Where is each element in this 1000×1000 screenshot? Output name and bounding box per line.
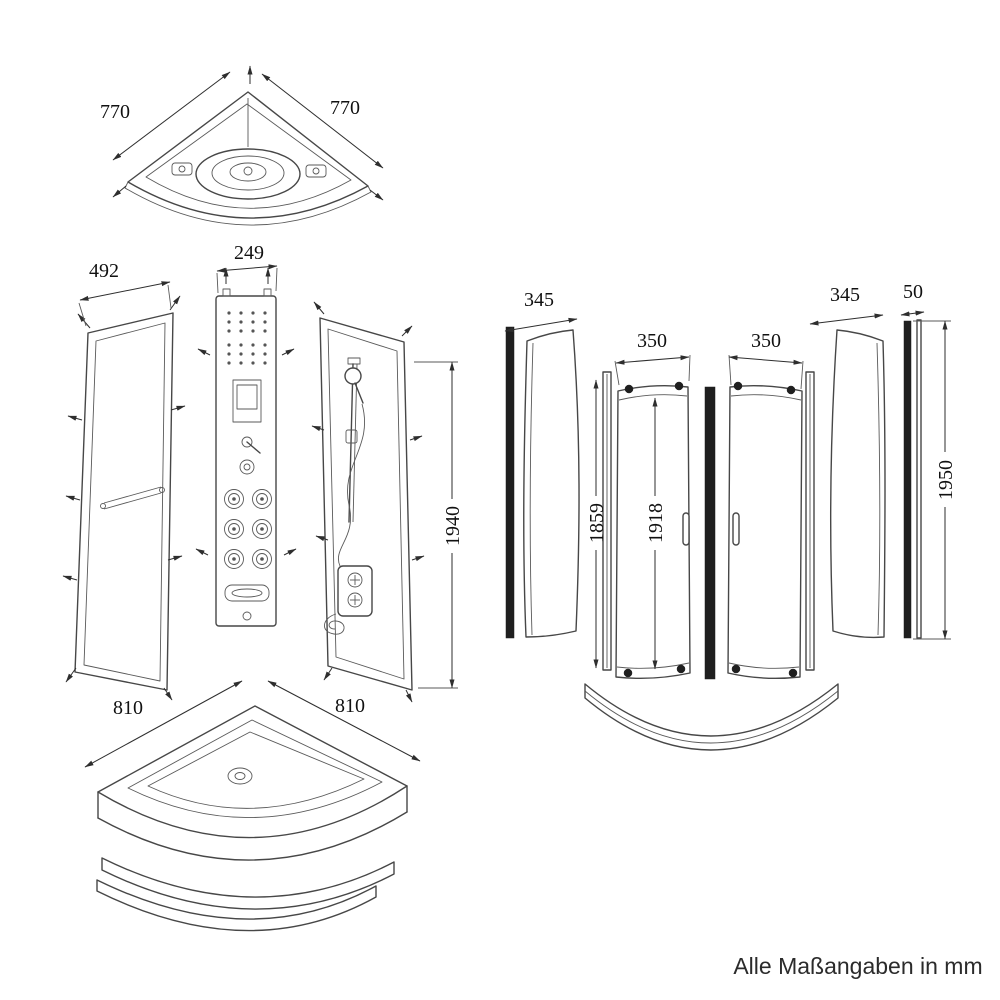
roof-panel-view: 770 770 xyxy=(100,65,384,226)
dim-line-column xyxy=(216,264,278,273)
units-caption: Alle Maßangaben in mm xyxy=(733,953,982,979)
dim-label-column: 249 xyxy=(234,242,264,264)
shower-tray-view: 810 810 xyxy=(84,680,421,932)
door-roller xyxy=(624,384,634,394)
assembly-arrow xyxy=(170,405,186,411)
assembly-arrow xyxy=(311,425,325,432)
roof-light-right xyxy=(305,164,327,178)
assembly-arrow xyxy=(65,667,77,683)
assembly-arrow xyxy=(409,435,423,442)
dim-label-door-height: 1918 xyxy=(645,503,667,543)
center-profile xyxy=(704,386,716,680)
assembly-arrow xyxy=(112,185,127,198)
door-roller xyxy=(733,381,743,391)
dim-line-curve-left xyxy=(504,317,578,333)
door-roller xyxy=(786,385,796,395)
dim-label-roof-right: 770 xyxy=(330,97,360,119)
body-jets xyxy=(224,489,272,569)
dim-line-door-left xyxy=(615,355,690,365)
dim-label-side-height: 1950 xyxy=(935,460,957,500)
dim-line-curve-right xyxy=(809,313,884,326)
sliding-door-1 xyxy=(615,381,691,680)
dim-line-door-right xyxy=(728,355,803,365)
door-handle xyxy=(682,512,690,546)
curved-glass-right xyxy=(829,329,886,639)
rail-mount xyxy=(347,357,361,365)
roof-light-left xyxy=(171,162,193,176)
assembly-arrow xyxy=(197,348,211,356)
dim-label-panel-height: 1940 xyxy=(442,506,464,546)
dim-label-curve-left: 345 xyxy=(524,289,554,311)
towel-bar xyxy=(103,486,162,504)
rail-slider xyxy=(345,429,358,444)
assembly-arrow xyxy=(167,555,183,561)
steam-jet-holes xyxy=(227,311,267,365)
dim-line-back-panel xyxy=(79,281,171,301)
assembly-arrow xyxy=(369,189,384,201)
roof-dome xyxy=(195,148,301,200)
dim-label-profile-width: 50 xyxy=(903,281,923,303)
back-glass-panel: 492 xyxy=(62,260,186,701)
dim-line-roof-left xyxy=(112,71,231,161)
assembly-arrow xyxy=(411,555,425,562)
assembly-arrow xyxy=(401,325,413,337)
assembly-arrow xyxy=(77,313,91,329)
seal-strip xyxy=(916,319,922,639)
soap-shelf xyxy=(224,584,270,602)
door-roller xyxy=(731,664,741,674)
tray-apron-2 xyxy=(96,879,377,932)
assembly-arrow xyxy=(195,548,209,556)
assembly-arrow xyxy=(283,548,297,556)
diverter-knob xyxy=(239,459,255,475)
curved-door-assembly: 345 350 350 345 50 1859 1918 1950 xyxy=(504,281,957,751)
dim-label-tray-right: 810 xyxy=(335,695,365,717)
tray-apron-1 xyxy=(101,857,395,910)
dim-label-curve-right: 345 xyxy=(830,284,860,306)
dim-label-roof-left: 770 xyxy=(100,101,130,123)
door-roller xyxy=(788,668,798,678)
assembly-arrow xyxy=(323,667,333,681)
hose-coil xyxy=(324,613,345,635)
door-roller xyxy=(674,381,684,391)
shower-rail-panel: 1940 xyxy=(311,301,464,703)
control-display xyxy=(232,379,262,423)
curved-bottom-rail xyxy=(584,683,839,751)
assembly-arrow xyxy=(163,687,173,701)
wall-profile-left xyxy=(505,326,515,639)
assembly-arrow xyxy=(62,575,78,581)
hand-shower-head xyxy=(344,367,362,385)
drain xyxy=(227,767,253,785)
door-handle xyxy=(732,512,740,546)
assembly-arrow xyxy=(405,689,413,703)
shower-column-panel: 249 xyxy=(195,242,297,627)
dim-line-profile-width xyxy=(900,310,925,317)
dim-label-strip-height: 1859 xyxy=(586,503,608,543)
dim-label-door-left: 350 xyxy=(637,330,667,352)
dim-label-back-panel: 492 xyxy=(89,260,119,282)
door-roller xyxy=(623,668,633,678)
assembly-arrow xyxy=(169,295,181,311)
dim-line-tray-right xyxy=(267,680,421,762)
assembly-arrow xyxy=(281,348,295,356)
assembly-arrow xyxy=(313,301,325,315)
wall-profile-right xyxy=(903,320,912,639)
valve-box xyxy=(337,565,373,617)
dim-label-door-right: 350 xyxy=(751,330,781,352)
door-roller xyxy=(676,664,686,674)
sliding-door-2 xyxy=(727,381,803,680)
dim-line-tray-left xyxy=(84,680,243,768)
dim-line-roof-right xyxy=(261,73,384,169)
assembly-arrow xyxy=(65,495,81,501)
assembly-arrow xyxy=(315,535,329,542)
dim-label-tray-left: 810 xyxy=(113,697,143,719)
mixer-lever xyxy=(241,436,253,448)
assembly-arrow xyxy=(67,415,83,421)
